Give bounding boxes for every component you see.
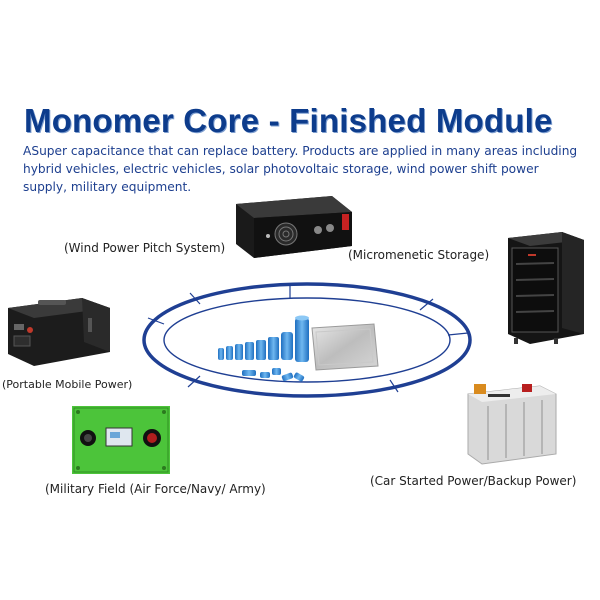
label-portable-mobile-power: (Portable Mobile Power): [2, 378, 133, 391]
label-car-started-power: (Car Started Power/Backup Power): [370, 474, 577, 488]
car-power-module-image: [460, 384, 560, 468]
page-description: ASuper capacitance that can replace batt…: [23, 144, 578, 194]
storage-cabinet-image: [502, 230, 588, 348]
capacitor-cells-image: [212, 312, 382, 392]
page-title: Monomer Core - Finished Module: [24, 102, 553, 139]
portable-power-case-image: [2, 294, 114, 374]
military-module-image: [72, 404, 172, 476]
wind-power-module-image: [228, 196, 358, 262]
label-wind-power: (Wind Power Pitch System): [64, 241, 226, 255]
label-military-field: (Military Field (Air Force/Navy/ Army): [45, 482, 266, 496]
label-micromenetic-storage: (Micromenetic Storage): [348, 248, 490, 262]
ring-diagram: [140, 280, 475, 400]
